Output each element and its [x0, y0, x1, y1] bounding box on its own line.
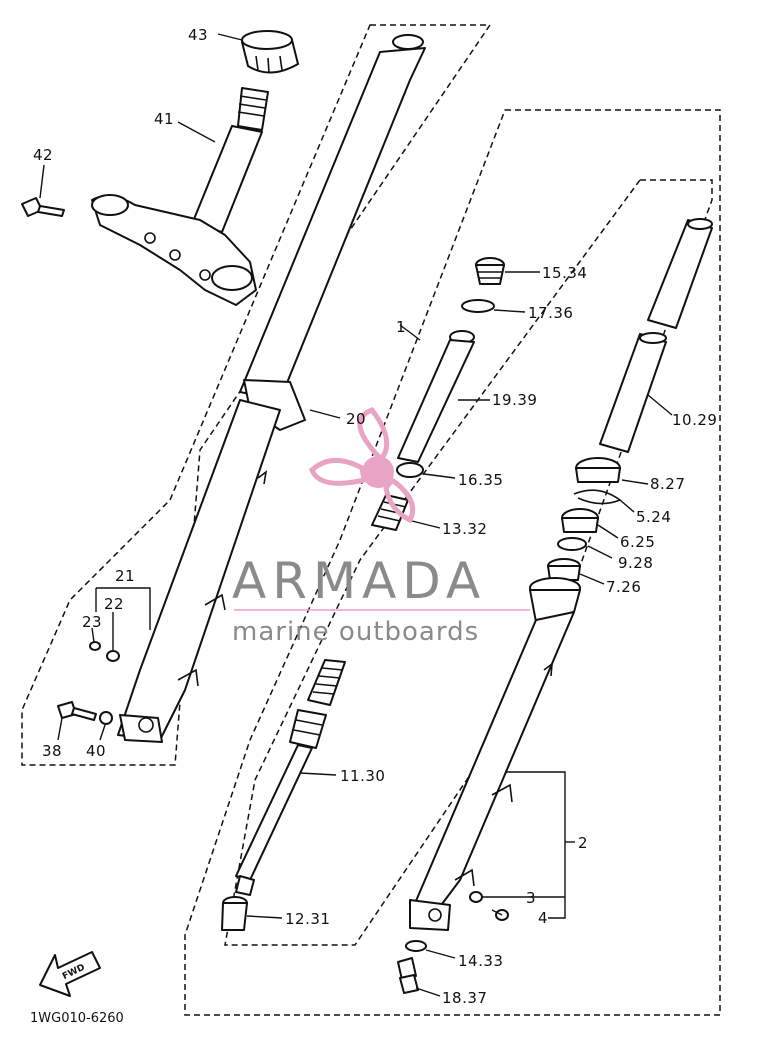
fwd-arrow-icon	[39, 951, 101, 997]
watermark-brand: ARMADA	[232, 552, 486, 610]
inner-tube-right-part	[599, 218, 713, 453]
bolt-42-part	[21, 197, 65, 217]
group-outline-left	[21, 24, 492, 766]
watermark-tagline: marine outboards	[232, 617, 479, 647]
label-17-36: 17.36	[528, 304, 573, 322]
washer-16-part	[396, 462, 424, 478]
label-7-26: 7.26	[606, 578, 641, 596]
label-10-29: 10.29	[672, 411, 717, 429]
small-parts-left	[57, 587, 151, 741]
seal-stack-parts	[547, 457, 622, 581]
group-outline-inner	[224, 179, 713, 946]
label-18-37: 18.37	[442, 989, 487, 1007]
label-19-39: 19.39	[492, 391, 537, 409]
label-38: 38	[42, 742, 62, 760]
o-ring-part	[461, 299, 495, 313]
label-9-28: 9.28	[618, 554, 653, 572]
label-3: 3	[526, 889, 536, 907]
diagram-code: 1WG010-6260	[30, 1011, 124, 1026]
label-41: 41	[154, 110, 174, 128]
label-12-31: 12.31	[285, 910, 330, 928]
label-23: 23	[82, 613, 102, 631]
bearing-race-part	[241, 30, 299, 74]
label-8-27: 8.27	[650, 475, 685, 493]
label-13-32: 13.32	[442, 520, 487, 538]
label-22: 22	[104, 595, 124, 613]
outer-tube-left-part	[117, 34, 426, 743]
outer-tube-right-part	[409, 577, 581, 931]
watermark-logo-icon	[309, 407, 416, 524]
label-4: 4	[538, 909, 548, 927]
label-1: 1	[396, 318, 406, 336]
label-21: 21	[115, 567, 135, 585]
label-15-34: 15.34	[542, 264, 587, 282]
short-spring-part	[371, 494, 409, 531]
label-43: 43	[188, 26, 208, 44]
label-40: 40	[86, 742, 106, 760]
lock-piece-part	[221, 896, 248, 931]
group-outline-middle	[184, 109, 721, 1016]
steering-stem-part	[91, 87, 269, 306]
label-2: 2	[578, 834, 588, 852]
small-parts-right	[397, 891, 509, 994]
cap-bolt-part	[475, 257, 505, 285]
label-16-35: 16.35	[458, 471, 503, 489]
label-42: 42	[33, 146, 53, 164]
label-6-25: 6.25	[620, 533, 655, 551]
damper-rod-part	[235, 659, 346, 896]
label-14-33: 14.33	[458, 952, 503, 970]
inner-tube-middle-part	[397, 330, 475, 463]
label-11-30: 11.30	[340, 767, 385, 785]
label-20: 20	[346, 410, 366, 428]
label-5-24: 5.24	[636, 508, 671, 526]
